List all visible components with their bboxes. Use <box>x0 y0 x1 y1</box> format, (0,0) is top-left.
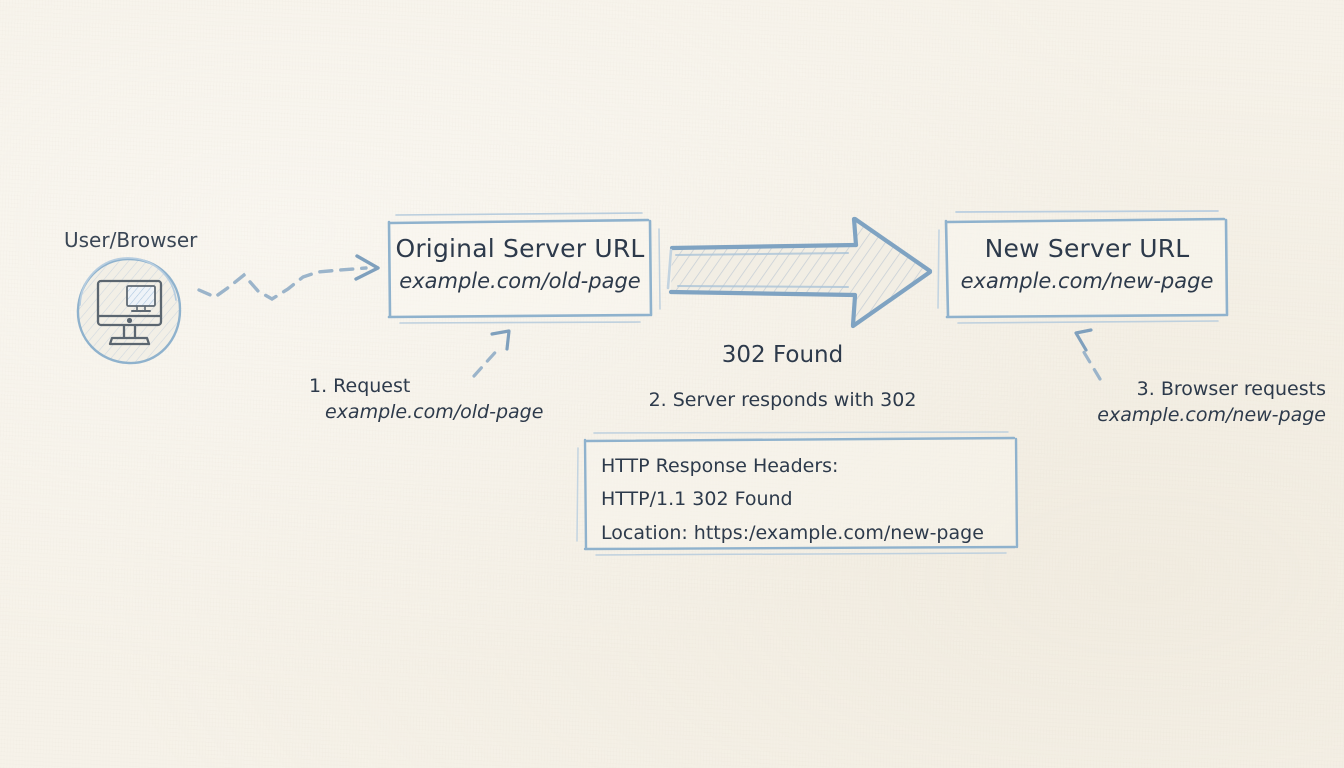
step3-arrow <box>1074 328 1102 381</box>
monitor-icon <box>96 279 163 346</box>
response-status-line: HTTP/1.1 302 Found <box>601 488 793 511</box>
new-server-title: New Server URL <box>984 234 1190 263</box>
step-2-label: 2. Server responds with 302 <box>620 388 945 414</box>
step-1-title: 1. Request <box>309 375 411 397</box>
response-headers-content: HTTP Response Headers: HTTP/1.1 302 Foun… <box>601 450 1011 550</box>
original-server-url: example.com/old-page <box>399 269 641 293</box>
step-1-url: example.com/old-page <box>325 400 544 423</box>
actor-circle <box>76 257 182 365</box>
step-3-url: example.com/new-page <box>1097 403 1326 426</box>
original-server-title: Original Server URL <box>395 234 645 263</box>
original-server-box[interactable] <box>387 212 661 324</box>
block-arrow-right-icon <box>666 216 933 329</box>
request-squiggle-arrow <box>197 254 380 301</box>
step1-arrow <box>472 329 511 378</box>
step-1-label: 1. Request example.com/old-page <box>309 374 543 425</box>
new-server-node[interactable]: New Server URL example.com/new-page <box>948 234 1226 293</box>
step-3-label: 3. Browser requests example.com/new-page <box>1020 377 1326 428</box>
new-server-box[interactable] <box>937 210 1229 324</box>
response-headers-box[interactable] <box>576 431 1019 556</box>
actor-label: User/Browser <box>64 228 198 252</box>
status-302-label: 302 Found <box>721 342 844 368</box>
original-server-node[interactable]: Original Server URL example.com/old-page <box>390 234 650 293</box>
inner-screen-icon <box>126 285 156 312</box>
step-3-title: 3. Browser requests <box>1136 378 1326 400</box>
step-2-title: 2. Server responds with 302 <box>648 389 917 411</box>
new-server-url: example.com/new-page <box>960 269 1214 293</box>
response-location-line: Location: https:/example.com/new-page <box>601 521 984 544</box>
response-headers-heading: HTTP Response Headers: <box>601 455 839 477</box>
